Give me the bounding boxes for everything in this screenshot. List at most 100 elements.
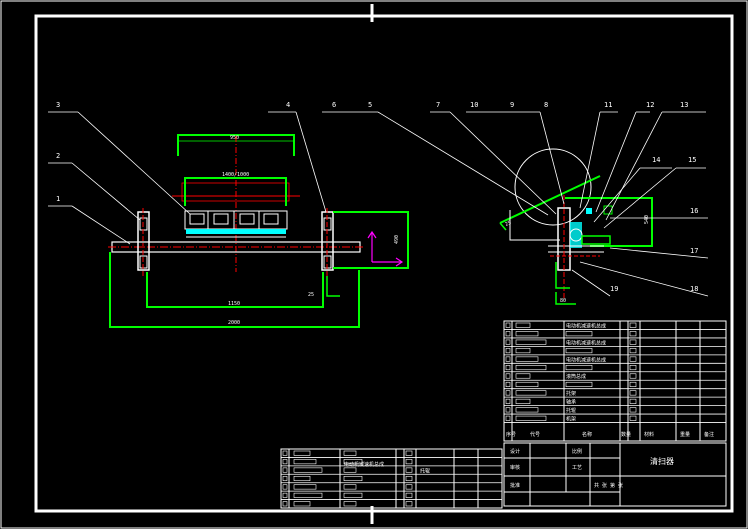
small-row-box [282, 467, 288, 473]
dim-height: 490 [394, 235, 400, 244]
parts-row-code-box [515, 390, 547, 396]
small-row-mat-box [405, 492, 413, 498]
parts-col-qty: 数量 [621, 431, 631, 438]
small-row-box [282, 492, 288, 498]
small-row-mat-box [405, 501, 413, 507]
title-process: 工艺 [572, 465, 582, 471]
parts-row-code-box [515, 373, 531, 379]
dim-inner-width: 1400/1000 [222, 172, 249, 178]
part-label-17: 17 [690, 247, 698, 255]
part-label-15: 15 [688, 156, 696, 164]
parts-row-mat-box [629, 398, 637, 404]
dim-side-height: 540 [644, 215, 650, 224]
small-row-name-box [343, 459, 363, 465]
part-label-5: 5 [368, 101, 372, 109]
small-row-code-box [293, 467, 323, 473]
title-check: 审核 [510, 464, 520, 471]
parts-row-mat-box [629, 356, 637, 362]
drawing-title: 清扫器 [650, 456, 674, 466]
parts-row-name-box [565, 348, 593, 354]
parts-table [503, 320, 727, 442]
part-label-12: 12 [646, 101, 654, 109]
small-row-code-box [293, 475, 311, 482]
parts-row-box [505, 365, 511, 371]
parts-row-box [505, 322, 511, 328]
small-row-box [282, 484, 288, 490]
parts-row-name: 托架 [566, 390, 576, 397]
parts-row-code-box [515, 322, 531, 328]
small-table-mid-label: 电动机减速机总成 [344, 461, 384, 468]
parts-row-mat-box [629, 373, 637, 379]
part-label-6: 6 [332, 101, 336, 109]
small-row-mat-box [405, 467, 413, 473]
part-label-1: 1 [56, 195, 60, 203]
small-row-name-box [343, 475, 363, 482]
parts-row-box [505, 331, 511, 337]
part-label-3: 3 [56, 101, 60, 109]
parts-row-name: 机架 [566, 416, 576, 423]
small-row-code-box [293, 484, 317, 490]
parts-col-no: 序号 [506, 431, 516, 438]
parts-col-name: 名称 [582, 431, 592, 438]
small-row-code-box [293, 501, 311, 507]
parts-row-mat-box [629, 348, 637, 354]
title-design: 设计 [510, 448, 520, 455]
small-row-name-box [343, 492, 363, 498]
parts-row-code-box [515, 398, 531, 404]
side-view: 25 540 80 [322, 111, 709, 305]
part-label-7: 7 [436, 101, 440, 109]
parts-row-code-box [515, 356, 539, 362]
title-approve: 批准 [510, 482, 520, 489]
small-row-name-box [343, 467, 357, 473]
small-row-box [282, 450, 288, 456]
parts-row-mat-box [629, 415, 637, 421]
parts-row-name: 托辊 [566, 407, 576, 414]
dim-side-angle: 25 [504, 220, 512, 228]
parts-row-code-box [515, 365, 547, 371]
small-row-code-box [293, 492, 323, 498]
part-label-14: 14 [652, 156, 660, 164]
small-row-box [282, 459, 288, 465]
parts-row-name-box [565, 365, 593, 371]
parts-col-note: 备注 [704, 431, 714, 438]
dim-top-width: 950 [230, 135, 239, 141]
parts-row-mat-box [629, 390, 637, 396]
parts-row-code-box [515, 348, 531, 354]
part-label-10: 10 [470, 101, 478, 109]
small-row-name-box [343, 450, 357, 456]
parts-row-box [505, 339, 511, 345]
dim-total-length: 2000 [228, 320, 240, 326]
title-block [503, 442, 727, 507]
dim-small: 25 [308, 292, 314, 298]
parts-row-mat-box [629, 365, 637, 371]
small-row-code-box [293, 450, 311, 456]
small-table-rows: 托辊 [281, 450, 502, 509]
parts-row-box [505, 356, 511, 362]
small-row-mat-box [405, 450, 413, 456]
small-row-box [282, 475, 288, 482]
parts-col-code: 代号 [530, 431, 540, 438]
part-label-13: 13 [680, 101, 688, 109]
parts-row-mat-box [629, 381, 637, 387]
part-label-19: 19 [610, 285, 618, 293]
parts-row-box [505, 407, 511, 413]
small-row-name-box [343, 484, 357, 490]
parts-row-box [505, 381, 511, 387]
parts-row-code-box [515, 331, 539, 337]
dim-side-base: 80 [560, 298, 566, 304]
parts-row-mat-box [629, 322, 637, 328]
parts-row-name: 轴承 [566, 399, 576, 406]
parts-col-weight: 重量 [680, 431, 690, 438]
belt-cyan [186, 229, 286, 234]
part-label-18: 18 [690, 285, 698, 293]
parts-row-name: 滚筒总成 [566, 373, 586, 380]
title-scale: 比例 [572, 448, 582, 455]
inner-frame [34, 14, 734, 513]
parts-row-code-box [515, 339, 547, 345]
front-view: 950 1400/1000 490 [48, 111, 409, 328]
parts-row-code-box [515, 415, 547, 421]
parts-row-box [505, 415, 511, 421]
part-label-11: 11 [604, 101, 612, 109]
